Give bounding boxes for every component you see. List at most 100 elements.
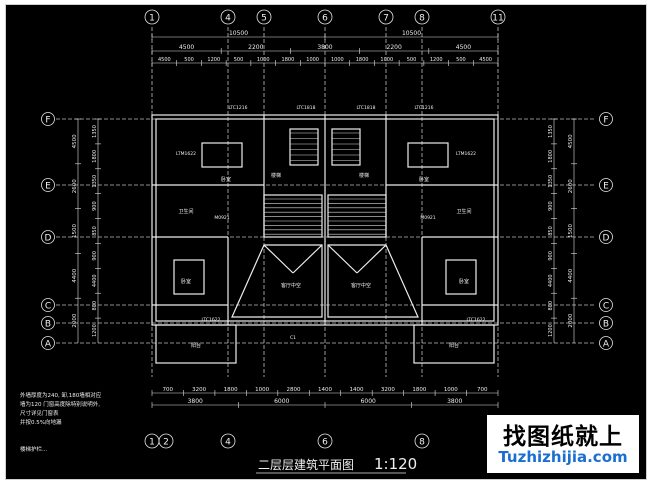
axis-bubble-top: 7 (378, 9, 394, 25)
axis-bubble-side: F (599, 112, 613, 126)
svg-text:4: 4 (225, 438, 231, 448)
note-line: 尺寸详见门窗表 (20, 409, 59, 417)
dimension-label: 2000 (72, 313, 78, 327)
dimension-label: 1350 (92, 175, 98, 188)
stair-right (327, 194, 387, 238)
dimension-label: 4500 (158, 57, 171, 63)
window-tag: C1 (290, 335, 296, 341)
dimension-label: 3800 (447, 398, 462, 405)
window-tag: LTC1622 (202, 317, 221, 323)
svg-text:A: A (45, 339, 52, 349)
room-label: 客厅中空 (351, 282, 371, 289)
room-label: 卫生间 (456, 208, 471, 215)
svg-text:1: 1 (149, 14, 155, 24)
dimension-label: 1200 (207, 57, 220, 63)
svg-text:D: D (603, 233, 610, 243)
axis-bubble-side: E (41, 178, 55, 192)
svg-text:7: 7 (383, 14, 389, 24)
drawing-sheet: 145678111246810FFEEDDCCBBAA 105001050045… (5, 4, 647, 480)
window-tag: LTM1622 (176, 151, 196, 157)
dimension-label: 700 (477, 387, 488, 393)
dimension-label: 2000 (568, 313, 574, 327)
dimension-label: 3200 (381, 387, 395, 393)
svg-text:F: F (603, 115, 608, 125)
note-line: 楼梯护栏... (20, 445, 47, 453)
svg-text:E: E (45, 181, 51, 191)
dimension-label: 4400 (548, 274, 554, 287)
watermark-en: Tuzhizhijia.com (498, 448, 628, 466)
axis-bubble-top: 5 (256, 9, 272, 25)
dimension-label: 800 (92, 301, 98, 311)
room-label: 客厅中空 (281, 282, 301, 289)
dimension-label: 3200 (192, 387, 206, 393)
dimension-label: 3800 (188, 398, 203, 405)
drawing-scale: 1:120 (374, 455, 417, 473)
axis-bubble-side: D (599, 230, 613, 244)
axis-bubble-top: 6 (317, 9, 333, 25)
dimension-label: 3800 (317, 44, 332, 51)
balcony-right (413, 324, 495, 364)
room-label: 阳台 (191, 342, 201, 349)
dimension-label: 1000 (257, 57, 270, 63)
floor-plan-svg: 145678111246810FFEEDDCCBBAA 105001050045… (20, 9, 613, 474)
watermark-cn: 找图纸就上 (503, 424, 623, 450)
bed-right (407, 142, 449, 168)
dimension-label: 1400 (318, 387, 332, 393)
window-tag: M0921 (420, 215, 435, 221)
window-tag: LTC1216 (229, 105, 248, 111)
room-label: 卫生间 (178, 208, 193, 215)
svg-text:8: 8 (419, 438, 425, 448)
axis-bubbles: 145678111246810FFEEDDCCBBAA (41, 9, 613, 449)
window-tag: LTC1818 (297, 105, 316, 111)
dimension-label: 1000 (380, 57, 393, 63)
dimension-label: 2800 (287, 387, 301, 393)
dimension-label: 700 (162, 387, 173, 393)
dimension-label: 4400 (568, 268, 574, 282)
dimension-label: 4400 (92, 274, 98, 287)
watermark: 找图纸就上 Tuzhizhijia.com (487, 415, 639, 473)
room-label: 楼梯 (271, 172, 281, 179)
axis-bubble-bottom: 6 (317, 433, 333, 449)
dimension-label: 2600 (568, 179, 574, 193)
dimension-label: 2200 (248, 44, 263, 51)
dimension-label: 10500 (402, 30, 421, 37)
room-label: 楼梯 (359, 172, 369, 179)
dimension-label: 1350 (548, 175, 554, 188)
room-label: 卧室 (221, 176, 231, 183)
svg-text:6: 6 (322, 14, 328, 24)
svg-text:2: 2 (163, 438, 169, 448)
dimension-label: 500 (456, 57, 466, 63)
dimension-label: 1000 (331, 57, 344, 63)
dimension-label: 500 (184, 57, 194, 63)
window-tag: LTC1818 (357, 105, 376, 111)
bed-left-lower (173, 259, 205, 295)
dimension-label: 1350 (92, 125, 98, 138)
axis-bubble-top: 4 (220, 9, 236, 25)
axis-bubble-bottom: 1 (144, 433, 160, 449)
svg-text:D: D (45, 233, 52, 243)
axis-bubble-side: D (41, 230, 55, 244)
axis-bubble-bottom: 4 (220, 433, 236, 449)
dimension-label: 1500 (72, 224, 78, 238)
dimension-label: 900 (548, 251, 554, 261)
svg-text:1: 1 (149, 438, 155, 448)
svg-text:B: B (603, 319, 609, 329)
axis-bubble-side: E (599, 178, 613, 192)
svg-text:E: E (603, 181, 609, 191)
svg-text:C: C (603, 301, 609, 311)
axis-bubble-side: C (599, 298, 613, 312)
room-label: 卧室 (181, 278, 191, 285)
room-label: 卧室 (459, 278, 469, 285)
dimension-label: 1350 (548, 125, 554, 138)
dimension-label: 4400 (72, 268, 78, 282)
svg-text:8: 8 (419, 14, 425, 24)
dimension-label: 1000 (306, 57, 319, 63)
axis-bubble-bottom: 2 (158, 433, 174, 449)
dimension-label: 1000 (444, 387, 458, 393)
dimension-label: 1800 (356, 57, 369, 63)
dimension-label: 4500 (179, 44, 194, 51)
window-tag: M0921 (214, 215, 229, 221)
svg-text:C: C (45, 301, 51, 311)
dimension-label: 6000 (274, 398, 289, 405)
